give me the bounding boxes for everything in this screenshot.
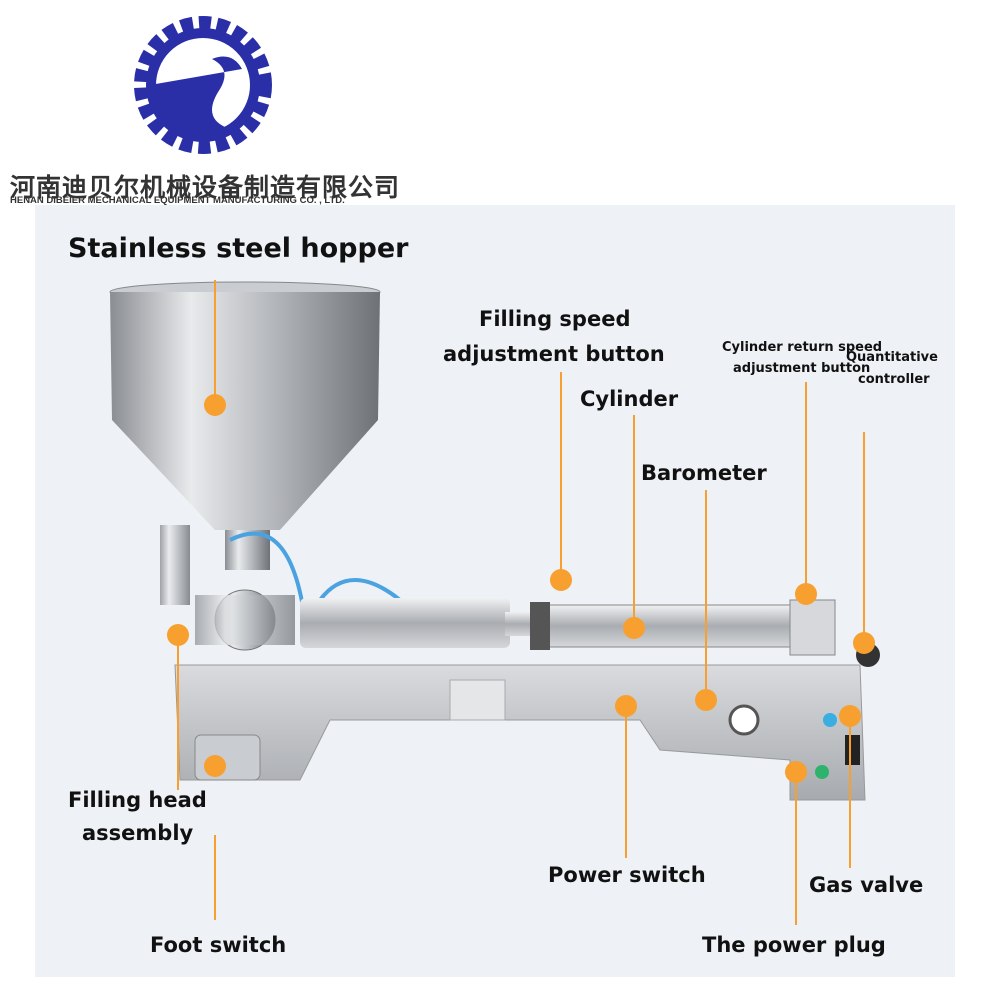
marker-power-switch — [615, 695, 637, 717]
label-barometer: Barometer — [641, 461, 767, 485]
company-logo — [134, 16, 272, 154]
label-gas-valve: Gas valve — [809, 873, 924, 897]
label-filling-head-2: assembly — [82, 821, 194, 845]
marker-cylinder — [623, 617, 645, 639]
marker-power-plug — [785, 761, 807, 783]
label-filling-head-1: Filling head — [68, 788, 207, 812]
marker-filling-head — [167, 624, 189, 646]
marker-return-speed — [795, 583, 817, 605]
marker-foot-switch — [204, 755, 226, 777]
label-hopper: Stainless steel hopper — [68, 233, 409, 264]
leader-lines — [177, 280, 865, 925]
label-return-speed-2: adjustment button — [733, 361, 871, 376]
marker-filling-speed — [550, 569, 572, 591]
label-power-plug: The power plug — [702, 933, 886, 957]
hopper-drawing — [109, 281, 381, 570]
label-filling-speed-2: adjustment button — [443, 342, 665, 366]
marker-hopper — [204, 394, 226, 416]
label-filling-speed-1: Filling speed — [479, 307, 631, 331]
label-quantitative-1: Quantitative — [846, 350, 938, 365]
label-return-speed-1: Cylinder return speed — [722, 340, 883, 355]
label-quantitative-2: controller — [858, 372, 930, 387]
marker-gas-valve — [839, 705, 861, 727]
label-foot-switch: Foot switch — [150, 933, 287, 957]
marker-quantitative — [853, 632, 875, 654]
marker-barometer — [695, 689, 717, 711]
company-name-cn: 河南迪贝尔机械设备制造有限公司 — [10, 173, 401, 202]
label-power-switch: Power switch — [548, 863, 706, 887]
label-cylinder: Cylinder — [580, 387, 679, 411]
company-name-en: HENAN DIBEIER MECHANICAL EQUIPMENT MANUF… — [10, 195, 345, 206]
